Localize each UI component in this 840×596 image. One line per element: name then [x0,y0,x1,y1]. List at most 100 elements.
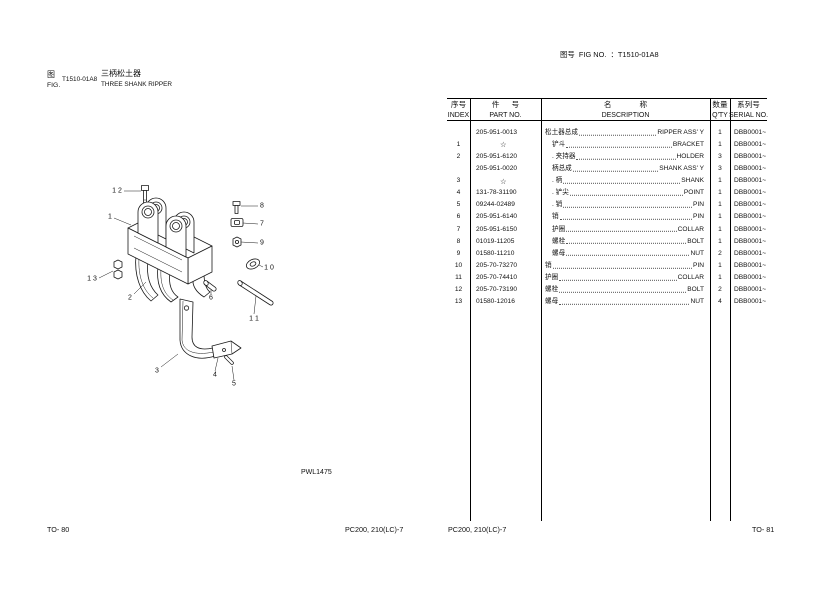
description-en: NUT [690,298,704,306]
cell-serial-no: DBB0001~ [734,201,767,209]
description-en: COLLAR [677,273,704,281]
cell-qty: 1 [718,237,722,245]
cell-index: 12 [454,285,463,293]
cell-serial-no: DBB0001~ [734,189,767,197]
cell-serial-no: DBB0001~ [734,213,767,221]
ear-hole [172,222,180,230]
cell-qty: 1 [718,273,722,281]
cell-part-no: ☆ [500,140,507,150]
callout-1: 1 [108,214,112,221]
pin-end [237,280,243,286]
cell-index: 2 [456,152,461,160]
pin-5-drawing [224,355,234,365]
header-label-en: PART NO. [489,112,522,119]
column-divider [730,99,731,521]
nut-9-drawing [232,236,242,248]
description-en: BOLT [687,285,704,293]
dotted-leader [569,194,683,196]
dotted-leader [559,291,687,293]
nut-body [113,259,123,270]
dotted-leader [576,158,676,160]
cell-serial-no: DBB0001~ [734,165,767,173]
callout-3: 3 [155,368,159,375]
pin-body [224,355,234,365]
cell-part-no: 205-951-0020 [476,165,518,173]
ripper-exploded-drawing: 1 2 8 1 7 9 1 3 1 0 2 6 1 1 3 4 5 [87,185,274,388]
pin-end [203,280,209,286]
header-label-en: SERIAL NO. [728,112,769,119]
cell-serial-no: DBB0001~ [734,237,767,245]
cell-qty: 1 [718,128,722,136]
cell-part-no: 01580-12016 [476,298,515,306]
dotted-leader [566,146,672,148]
cell-part-no: 205-951-0013 [476,128,518,136]
callout-numbers: 1 2 8 1 7 9 1 3 1 0 2 6 1 1 3 4 5 [87,188,274,388]
description-cn: 松土器总成 [545,128,578,136]
dotted-leader [563,206,692,208]
description-cn: 护圈 [552,225,566,233]
cell-index: 11 [455,273,462,281]
bolt-head [141,185,149,191]
description-cn: . 夹持器 [552,152,576,160]
bracket-rib-lines [133,235,183,273]
header-label-en: DESCRIPTION [601,112,650,119]
header-part-no: 件 号 PART NO. [470,99,541,120]
leader-line [98,270,114,279]
cell-qty: 3 [718,152,722,160]
cell-serial-no: DBB0001~ [734,273,767,281]
collar-7-drawing [230,218,244,227]
point-edge [230,340,233,355]
cell-part-no: ☆ [500,176,507,186]
cell-serial-no: DBB0001~ [734,140,767,148]
cell-description: 螺母 NUT [541,298,710,306]
cell-index: 3 [456,177,461,185]
point-4-drawing [211,340,242,359]
parts-table: 序号 INDEX 件 号 PART NO. 名 称 DESCRIPTION 数量… [447,98,769,521]
cell-part-no: 205-70-73270 [476,261,518,269]
description-en: BRACKET [672,140,704,148]
description-en: PIN [693,213,704,221]
cell-index: 1 [456,140,461,148]
cell-index: 9 [456,249,461,257]
nut-13-drawing [113,259,123,280]
dotted-leader [559,279,677,281]
callout-11: 1 1 [249,316,259,323]
description-cn: 螺母 [545,298,559,306]
callout-13: 1 3 [87,276,97,283]
leader-line [242,222,259,225]
description-en: PIN [693,261,704,269]
pin-11-drawing [237,280,274,306]
cell-qty: 1 [718,189,722,197]
cell-qty: 1 [718,261,722,269]
cell-index: 5 [456,201,461,209]
description-en: NUT [690,249,704,257]
header-label-cn: 名 称 [603,100,648,109]
cell-serial-no: DBB0001~ [734,177,767,185]
callout-4: 4 [213,372,217,379]
cell-part-no: 131-78-31190 [476,189,517,197]
holder-drawing [135,254,211,303]
bolt-head [232,201,241,206]
cell-description: 螺栓 BOLT [541,285,710,294]
description-cn: 护圈 [545,273,559,281]
cell-qty: 4 [718,298,722,306]
table-header: 序号 INDEX 件 号 PART NO. 名 称 DESCRIPTION 数量… [447,99,769,121]
header-description: 名 称 DESCRIPTION [541,99,710,120]
header-label-cn: 数量 [712,100,728,109]
fig-code: T1510-01A8 [62,76,98,83]
description-cn: 螺栓 [545,285,559,293]
dotted-leader [566,255,690,257]
dotted-leader [566,243,687,245]
fig-no-value: T1510-01A8 [617,50,659,59]
